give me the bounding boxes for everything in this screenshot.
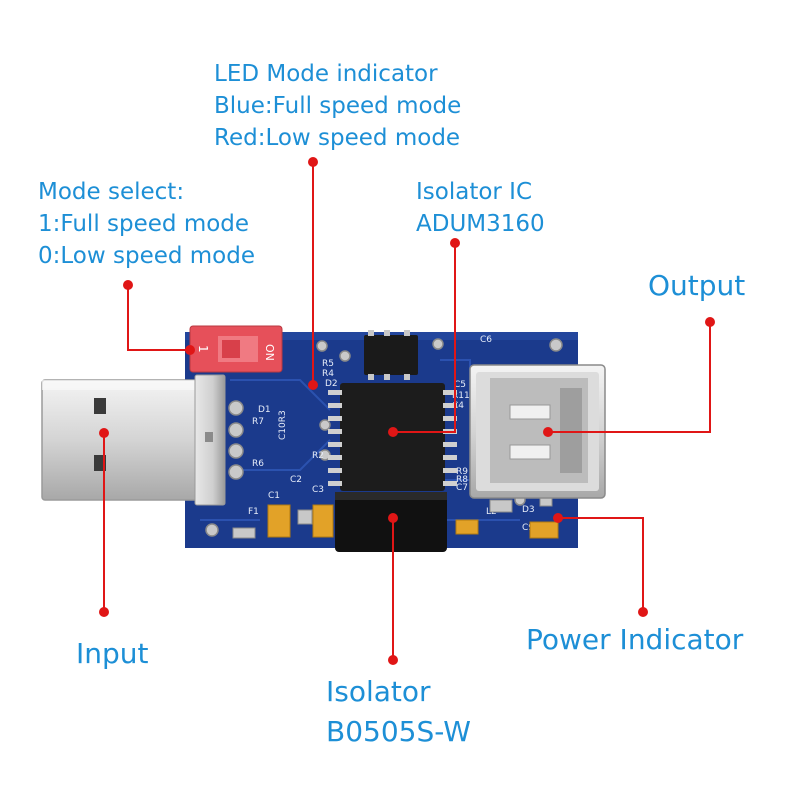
dip-switch: 1 ON	[189, 325, 283, 373]
svg-text:C2: C2	[290, 475, 302, 485]
capacitors	[232, 497, 559, 539]
svg-text:R2: R2	[312, 451, 324, 461]
power-indicator-label: Power Indicator	[526, 620, 743, 660]
usb-a-plug	[41, 374, 226, 506]
svg-text:R8: R8	[456, 475, 468, 485]
svg-text:R6: R6	[252, 459, 264, 469]
svg-text:R9: R9	[456, 467, 468, 477]
leader-lines	[103, 162, 711, 660]
isolator-ic-chip	[328, 383, 457, 491]
isolator-ic-label: Isolator IC ADUM3160	[416, 176, 545, 240]
led-mode-indicator-label: LED Mode indicator Blue:Full speed mode …	[214, 58, 461, 154]
svg-text:R4: R4	[322, 369, 334, 379]
mode-select-label: Mode select: 1:Full speed mode 0:Low spe…	[38, 176, 255, 272]
input-label: Input	[76, 634, 149, 674]
isolator-label: Isolator B0505S-W	[326, 672, 471, 752]
power-line-1: Power Indicator	[526, 623, 744, 656]
svg-text:C7: C7	[456, 483, 468, 493]
output-label: Output	[648, 266, 745, 306]
svg-text:C6: C6	[480, 335, 492, 345]
isolator-ic-line-1: Isolator IC	[416, 179, 533, 205]
switch-on-label: ON	[263, 344, 276, 361]
led-line-3: Red:Low speed mode	[214, 125, 461, 151]
switch-one-label: 1	[196, 345, 210, 353]
svg-text:C9: C9	[522, 523, 534, 533]
output-line-1: Output	[648, 269, 746, 302]
svg-text:C10R3: C10R3	[278, 410, 288, 440]
mode-line-2: 1:Full speed mode	[38, 211, 250, 237]
svg-text:R7: R7	[252, 417, 264, 427]
led-line-2: Blue:Full speed mode	[214, 93, 462, 119]
mode-line-1: Mode select:	[38, 179, 185, 205]
svg-text:D1: D1	[258, 405, 271, 415]
svg-text:R5: R5	[322, 359, 334, 369]
svg-text:C1: C1	[268, 491, 280, 501]
isolator-line-2: B0505S-W	[326, 715, 471, 748]
svg-text:R11: R11	[452, 391, 470, 401]
led-line-1: LED Mode indicator	[214, 61, 438, 87]
svg-text:D3: D3	[522, 505, 535, 515]
mode-line-3: 0:Low speed mode	[38, 243, 256, 269]
svg-text:C5: C5	[454, 380, 466, 390]
leader-dots	[99, 157, 715, 665]
isolator-ic-line-2: ADUM3160	[416, 211, 545, 237]
isolator-line-1: Isolator	[326, 675, 431, 708]
small-ic	[364, 330, 418, 380]
svg-text:C4: C4	[452, 401, 464, 411]
svg-text:D2: D2	[325, 379, 338, 389]
usb-a-female	[469, 364, 606, 499]
input-line-1: Input	[76, 637, 149, 670]
svg-text:F1: F1	[248, 507, 259, 517]
svg-text:C3: C3	[312, 485, 324, 495]
